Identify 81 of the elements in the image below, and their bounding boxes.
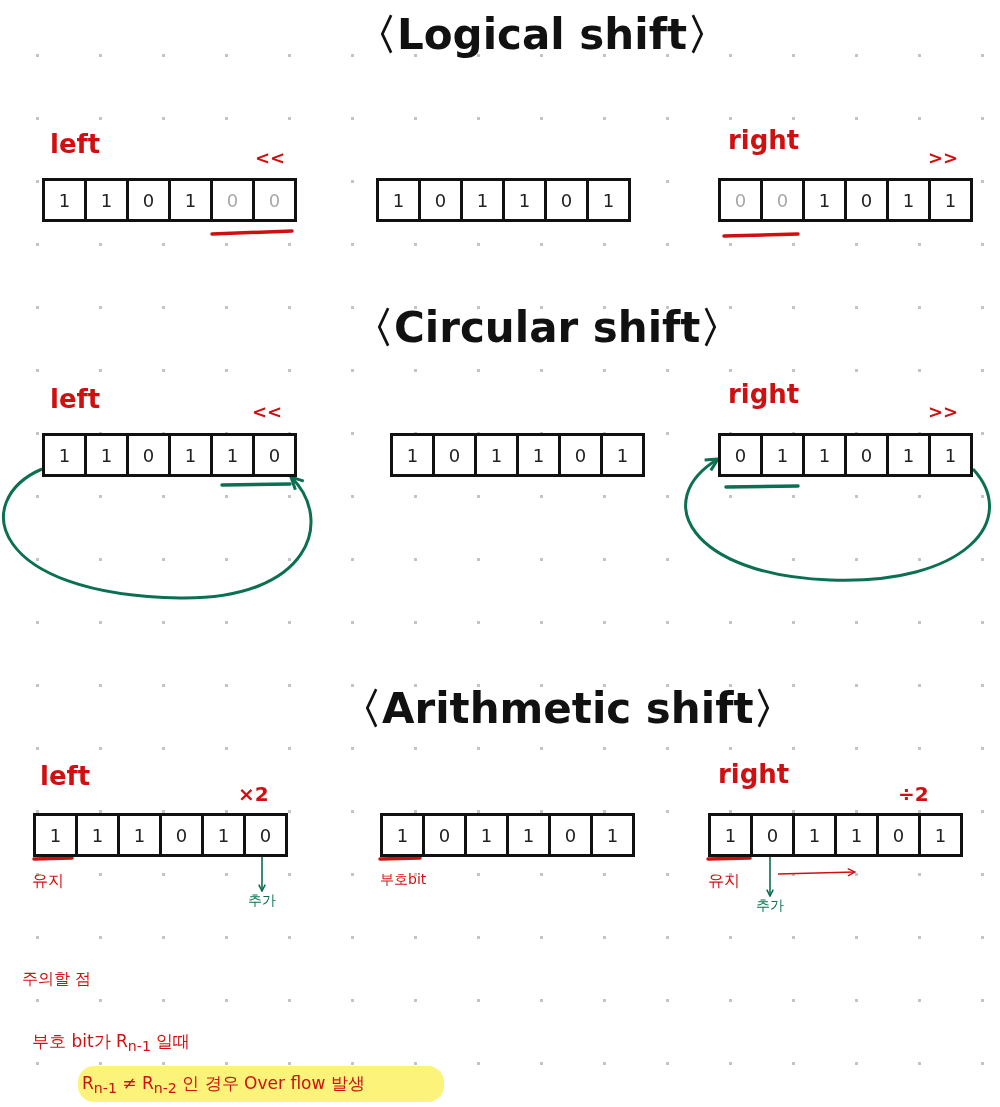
bit-cell: 0 — [422, 813, 467, 857]
bit-cell: 0 — [718, 433, 763, 477]
bit-cell: 0 — [750, 813, 795, 857]
bit-cell: 1 — [380, 813, 425, 857]
direction-label: right — [728, 380, 800, 409]
arrow — [258, 856, 266, 892]
shift-symbol: ÷2 — [898, 783, 929, 805]
bit-cell: 1 — [464, 813, 509, 857]
bit-cell: 1 — [590, 813, 635, 857]
bit-cell: 1 — [802, 433, 847, 477]
bit-cell: 1 — [168, 433, 213, 477]
note-text: 추가 — [756, 898, 784, 914]
bit-cell: 0 — [432, 433, 477, 477]
bit-cell: 1 — [708, 813, 753, 857]
note-text: 유지 — [708, 872, 740, 890]
bit-cell: 0 — [159, 813, 204, 857]
section-title: 〈Logical shift〉 — [355, 12, 729, 59]
bit-cell: 0 — [418, 178, 463, 222]
bit-cell: 1 — [802, 178, 847, 222]
shift-symbol: >> — [928, 402, 959, 422]
bit-cell: 1 — [117, 813, 162, 857]
bit-cell: 1 — [42, 433, 87, 477]
bit-cell: 1 — [42, 178, 87, 222]
bit-cell: 1 — [502, 178, 547, 222]
bit-cell: 1 — [33, 813, 78, 857]
bit-cell: 0 — [126, 433, 171, 477]
bit-cell: 1 — [474, 433, 519, 477]
direction-label: right — [728, 126, 800, 155]
bit-cell: 1 — [886, 433, 931, 477]
bit-cell: 0 — [876, 813, 921, 857]
bit-cell: 1 — [600, 433, 645, 477]
shift-symbol: << — [252, 402, 283, 422]
bit-cell: 1 — [760, 433, 805, 477]
bit-cell: 0 — [544, 178, 589, 222]
curved-arrow — [684, 457, 991, 582]
bit-cell: 1 — [886, 178, 931, 222]
note-text: R$_{n-1}$ ≠ R$_{n-2}$ 인 경우 Over flow 발생 — [82, 1074, 365, 1097]
bit-cell: 1 — [390, 433, 435, 477]
note-text: 부호 bit가 R$_{n-1}$ 일때 — [32, 1032, 191, 1055]
bit-cell: 1 — [168, 178, 213, 222]
section-title: 〈Circular shift〉 — [352, 305, 743, 352]
bit-cell: 1 — [516, 433, 561, 477]
curved-arrow — [2, 467, 313, 600]
bit-cell: 0 — [243, 813, 288, 857]
bit-cell: 1 — [506, 813, 551, 857]
shift-symbol: ×2 — [238, 783, 269, 805]
shift-symbol: << — [255, 148, 286, 168]
bit-cell: 1 — [928, 178, 973, 222]
bit-cell: 1 — [75, 813, 120, 857]
note-text: 부호bit — [380, 872, 427, 888]
bit-cell: 1 — [84, 433, 129, 477]
bit-cell: 1 — [201, 813, 246, 857]
direction-label: left — [40, 762, 91, 791]
section-title: 〈Arithmetic shift〉 — [340, 686, 796, 733]
bit-cell: 0 — [548, 813, 593, 857]
note-text: 주의할 점 — [22, 970, 92, 988]
bit-cell: 0 — [844, 433, 889, 477]
shift-symbol: >> — [928, 148, 959, 168]
bit-cell: 0 — [252, 433, 297, 477]
bit-cell: 1 — [376, 178, 421, 222]
bit-cell: 0 — [558, 433, 603, 477]
bit-cell: 0 — [126, 178, 171, 222]
direction-label: left — [50, 130, 101, 159]
bit-cell: 1 — [586, 178, 631, 222]
bit-cell: 1 — [928, 433, 973, 477]
note-text: 유지 — [32, 872, 64, 890]
bit-cell: 1 — [460, 178, 505, 222]
bit-cell: 1 — [210, 433, 255, 477]
direction-label: left — [50, 385, 101, 414]
bit-cell: 0 — [718, 178, 763, 222]
bit-cell: 1 — [84, 178, 129, 222]
bit-cell: 0 — [844, 178, 889, 222]
bit-cell: 1 — [834, 813, 879, 857]
bit-cell: 1 — [792, 813, 837, 857]
direction-label: right — [718, 760, 790, 789]
bit-cell: 0 — [252, 178, 297, 222]
bit-cell: 1 — [918, 813, 963, 857]
bit-cell: 0 — [210, 178, 255, 222]
note-text: 추가 — [248, 893, 276, 909]
bit-cell: 0 — [760, 178, 805, 222]
arrow — [766, 856, 774, 897]
